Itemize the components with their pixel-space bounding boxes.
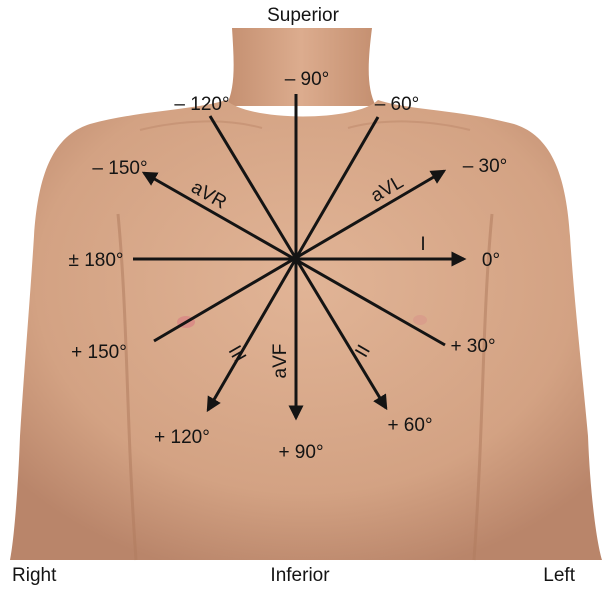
lead-label-avf: aVF: [270, 344, 291, 379]
angle-label-minus-30: – 30°: [463, 156, 508, 177]
angle-label-minus-120: – 120°: [174, 94, 229, 115]
lead-axes: [133, 94, 467, 421]
label-superior: Superior: [267, 5, 339, 26]
arm-crease-right: [116, 213, 138, 561]
angle-label-plus-150: + 150°: [71, 342, 127, 363]
torso-illustration: [10, 28, 602, 561]
label-inferior: Inferior: [270, 565, 330, 586]
clavicle-left: [347, 120, 471, 131]
angle-label-plus-90: + 90°: [278, 442, 323, 463]
arm-crease-left: [472, 213, 494, 561]
label-left-side: Left: [543, 565, 575, 586]
angle-label-plus-30: + 30°: [450, 336, 495, 357]
axes-center: [292, 255, 300, 263]
lead-label-i: I: [420, 234, 425, 255]
neck: [226, 28, 376, 106]
torso: [10, 100, 602, 560]
angle-label-0: 0°: [482, 250, 500, 271]
clavicle-right: [139, 120, 263, 131]
angle-label-minus-60: – 60°: [375, 94, 420, 115]
angle-label-minus-150: – 150°: [92, 158, 147, 179]
angle-label-180: ± 180°: [68, 250, 123, 271]
angle-label-plus-60: + 60°: [387, 415, 432, 436]
angle-label-minus-90: – 90°: [285, 69, 330, 90]
label-right-side: Right: [12, 565, 57, 586]
nipple-left: [413, 315, 427, 325]
axis-lead-iii: [206, 116, 380, 413]
angle-label-plus-120: + 120°: [154, 427, 210, 448]
